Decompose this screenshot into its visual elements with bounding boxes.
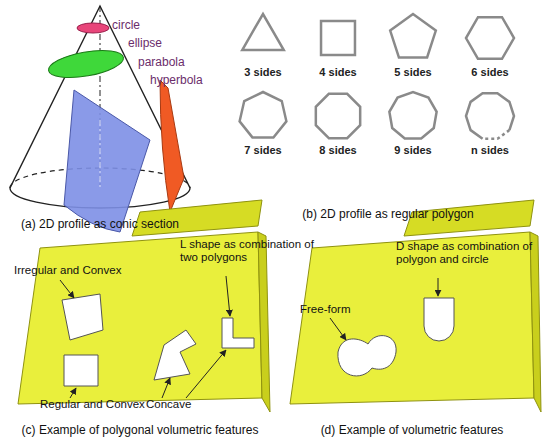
l-hole bbox=[222, 318, 254, 348]
callout-label: L shape as combination of two polygons bbox=[180, 238, 330, 264]
circle-section bbox=[77, 23, 109, 33]
caption: (c) Example of polygonal volumetric feat… bbox=[22, 424, 259, 438]
leader-line bbox=[226, 276, 230, 316]
parabola-section bbox=[64, 90, 150, 232]
sheet-part-c bbox=[18, 200, 270, 412]
regular-polygon bbox=[466, 17, 514, 59]
irregular-hole bbox=[62, 294, 103, 340]
regular-polygon bbox=[321, 21, 355, 55]
caption: (a) 2D profile as conic section bbox=[21, 218, 179, 232]
polygon-label: 5 sides bbox=[394, 66, 431, 79]
section-label: hyperbola bbox=[150, 74, 203, 88]
regular-polygon bbox=[316, 94, 360, 138]
callout-label: Regular and Convex bbox=[40, 398, 145, 411]
cone-axis-front bbox=[100, 120, 101, 188]
polygon-label: n sides bbox=[471, 144, 509, 157]
hyperbola-section bbox=[160, 80, 184, 212]
polygon-label: 8 sides bbox=[319, 144, 356, 157]
regular-polygon bbox=[240, 92, 287, 138]
regular-polygon bbox=[389, 92, 436, 139]
leader-line bbox=[330, 318, 346, 340]
polygon-set bbox=[240, 14, 514, 139]
callout-label: Concave bbox=[146, 398, 191, 411]
regular-polygon bbox=[242, 14, 284, 50]
caption: (d) Example of volumetric features bbox=[321, 424, 504, 438]
callout-label: D shape as combination of polygon and ci… bbox=[396, 240, 536, 266]
polygon-label: 7 sides bbox=[244, 144, 281, 157]
leader-line bbox=[162, 378, 170, 398]
d-hole bbox=[424, 298, 454, 341]
polygon-label: 3 sides bbox=[244, 66, 281, 79]
ellipse-section bbox=[46, 46, 125, 83]
callout-label: Free-form bbox=[300, 303, 350, 316]
section-label: circle bbox=[112, 19, 140, 33]
side-flange bbox=[530, 232, 541, 412]
sheet-part-d bbox=[290, 200, 541, 412]
leader-line bbox=[186, 350, 226, 398]
callout-label: Irregular and Convex bbox=[14, 264, 121, 277]
polygon-label: 4 sides bbox=[319, 66, 356, 79]
n-gon bbox=[466, 93, 514, 139]
polygon-label: 9 sides bbox=[394, 144, 431, 157]
concave-hole bbox=[154, 330, 196, 380]
side-flange bbox=[258, 232, 270, 412]
free-form-hole bbox=[338, 336, 396, 376]
regular-polygon bbox=[390, 14, 436, 57]
leader-line bbox=[60, 280, 74, 298]
leader-line bbox=[438, 278, 439, 296]
polygon-label: 6 sides bbox=[471, 66, 508, 79]
section-label: ellipse bbox=[128, 37, 162, 51]
square-hole bbox=[64, 355, 98, 386]
cone-figure bbox=[10, 6, 190, 232]
section-label: parabola bbox=[138, 56, 185, 70]
leader-line bbox=[70, 388, 76, 398]
caption: (b) 2D profile as regular polygon bbox=[302, 208, 473, 222]
n-gon-gap bbox=[483, 130, 510, 139]
